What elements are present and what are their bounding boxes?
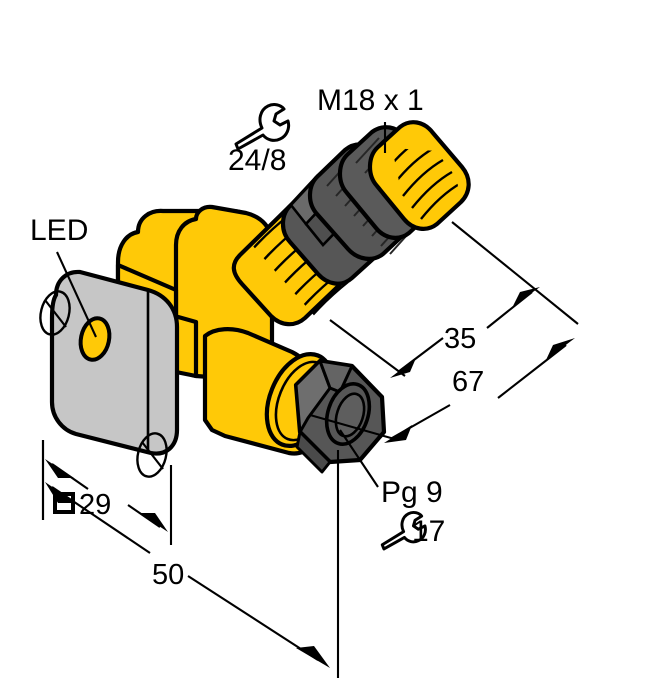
led-indicator <box>78 316 112 362</box>
sensor-illustration <box>39 120 471 478</box>
pg9-cable-gland <box>293 358 387 474</box>
wrench-bottom-size: 17 <box>412 515 445 548</box>
annotations-layer: M18 x 1 24/8 LED Pg 9 17 <box>30 84 579 678</box>
dim67-ext-left <box>309 413 399 442</box>
wrench-icon <box>234 103 291 151</box>
dim67-line-b <box>497 344 567 399</box>
dim35-ext-right <box>451 221 579 325</box>
mounting-hole-bottom <box>136 432 168 478</box>
led-text: LED <box>30 214 88 247</box>
dim35-line-b <box>486 291 533 329</box>
led-leader <box>56 251 97 338</box>
dimension-body-length: 50 <box>41 440 340 678</box>
sensing-face-plate <box>49 269 180 456</box>
dim35-text: 35 <box>444 323 476 355</box>
sensing-face <box>39 269 180 478</box>
dim50-arrow-right <box>296 646 330 668</box>
wrench-spec-top: 24/8 <box>228 103 291 177</box>
threaded-barrel <box>231 120 471 327</box>
gland-facet-left <box>294 359 332 434</box>
mounting-hole-top <box>39 290 71 336</box>
label-gland: Pg 9 <box>339 429 443 509</box>
dimension-barrel-length: 35 <box>329 221 579 378</box>
dimension-overall-length: 67 <box>309 338 575 443</box>
dim50-text: 50 <box>152 559 184 591</box>
label-led: LED <box>30 214 97 338</box>
wrench-icon <box>380 510 427 551</box>
gland-leader <box>339 429 379 488</box>
label-thread-spec: M18 x 1 <box>317 84 424 153</box>
dim35-arrow-left <box>390 358 416 378</box>
dim67-text: 67 <box>452 366 484 398</box>
wrench-top-size: 24/8 <box>228 144 286 177</box>
dim67-arrow-left <box>384 425 412 443</box>
m18-thread-tip <box>367 120 471 231</box>
dim35-ext-left <box>329 319 406 377</box>
gland-facet-bottom <box>295 430 332 474</box>
dim29-arrow-right <box>139 513 168 532</box>
dim50-line-b <box>187 575 319 661</box>
dim29-arrow-left <box>45 459 74 478</box>
dim67-arrow-right <box>546 338 575 360</box>
dim50-arrow-left <box>45 482 76 503</box>
thread-spec-text: M18 x 1 <box>317 84 424 117</box>
gland-text: Pg 9 <box>381 476 443 509</box>
dim35-arrow-right <box>513 287 540 306</box>
wrench-spec-bottom: 17 <box>380 510 445 551</box>
